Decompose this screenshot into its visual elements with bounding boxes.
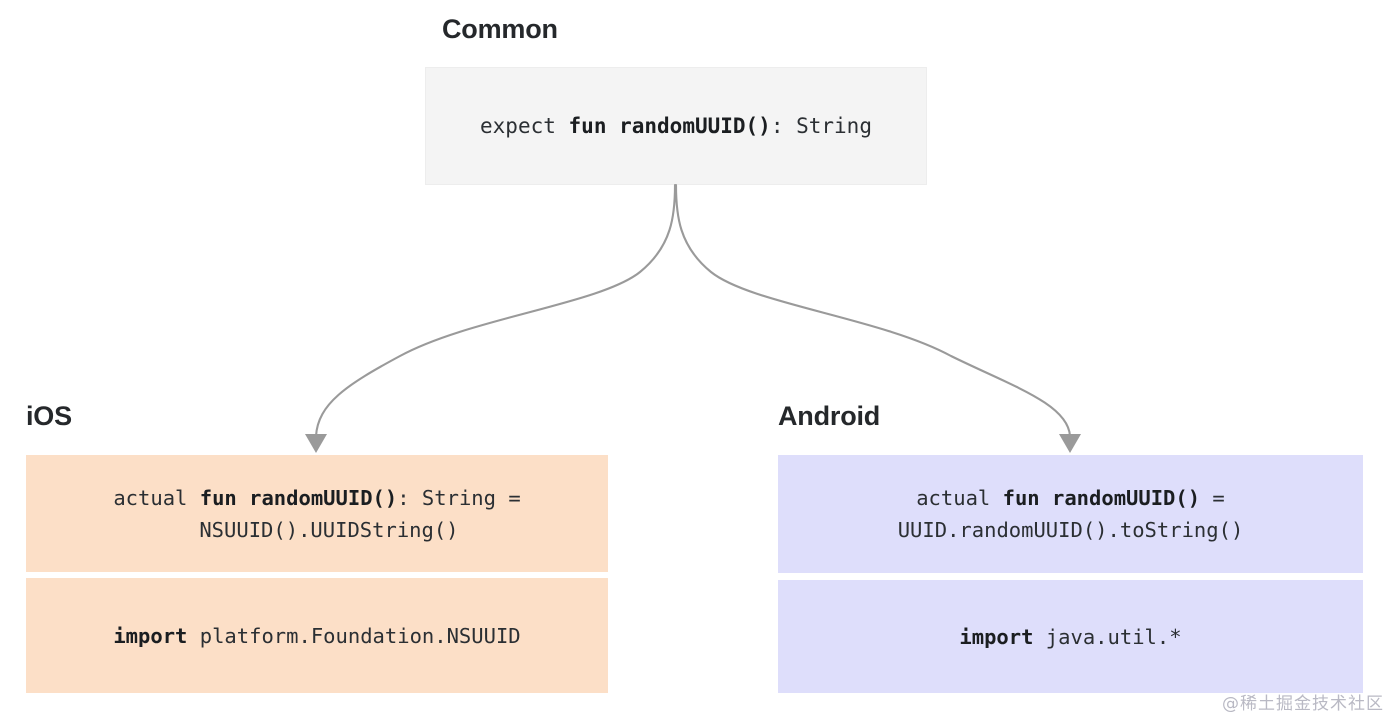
- android-code-line-1-keyword: fun randomUUID(): [1002, 486, 1201, 510]
- common-code-stack: expect fun randomUUID(): String: [480, 110, 872, 142]
- common-code-line-1-keyword: fun randomUUID(): [568, 114, 771, 138]
- section-title-ios: iOS: [26, 401, 72, 431]
- android-import-path: java.util.*: [1033, 624, 1182, 649]
- watermark-label: @稀土掘金技术社区: [1222, 694, 1384, 714]
- connector-path-ios: [314, 183, 677, 438]
- android-code-line-2: UUID.randomUUID().toString(): [897, 518, 1244, 542]
- connector-path-android: [674, 183, 1072, 438]
- section-title-android: Android: [778, 401, 881, 431]
- common-code-line-1: expect fun randomUUID(): String: [480, 110, 872, 142]
- ios-import-keyword: import: [113, 623, 188, 648]
- ios-import-stack: import platform.Foundation.NSUUID: [113, 620, 520, 652]
- android-code-line-1-suffix: =: [1200, 486, 1225, 510]
- ios-code-line-2: NSUUID().UUIDString(): [199, 517, 459, 542]
- ios-import-line: import platform.Foundation.NSUUID: [113, 620, 520, 652]
- common-code-line-1-suffix: : String: [770, 114, 872, 138]
- ios-code-line-1: actual fun randomUUID(): String =: [113, 482, 520, 514]
- ios-import-path: platform.Foundation.NSUUID: [187, 623, 521, 648]
- ios-import-box: import platform.Foundation.NSUUID: [26, 578, 608, 693]
- common-code-box: expect fun randomUUID(): String: [425, 67, 927, 185]
- section-title-common: Common: [442, 14, 558, 44]
- ios-code-box: actual fun randomUUID(): String = NSUUID…: [26, 455, 608, 572]
- arrowhead-ios: [305, 434, 327, 453]
- android-import-stack: import java.util.*: [959, 621, 1181, 653]
- android-code-box: actual fun randomUUID() = UUID.randomUUI…: [778, 455, 1363, 573]
- ios-code-line-1-keyword: fun randomUUID(): [199, 485, 398, 510]
- android-import-keyword: import: [959, 624, 1034, 649]
- common-code-line-1-prefix: expect: [480, 114, 569, 138]
- ios-code-line-1-prefix: actual: [113, 485, 200, 510]
- ios-code-line-1-suffix: : String =: [397, 485, 521, 510]
- android-import-line: import java.util.*: [959, 621, 1181, 653]
- ios-code-stack: actual fun randomUUID(): String = NSUUID…: [113, 482, 520, 546]
- android-code-line-1: actual fun randomUUID() =: [916, 482, 1225, 514]
- android-code-line-1-prefix: actual: [916, 486, 1003, 510]
- arrowhead-android: [1059, 434, 1081, 453]
- android-import-box: import java.util.*: [778, 580, 1363, 693]
- android-code-stack: actual fun randomUUID() = UUID.randomUUI…: [898, 482, 1244, 546]
